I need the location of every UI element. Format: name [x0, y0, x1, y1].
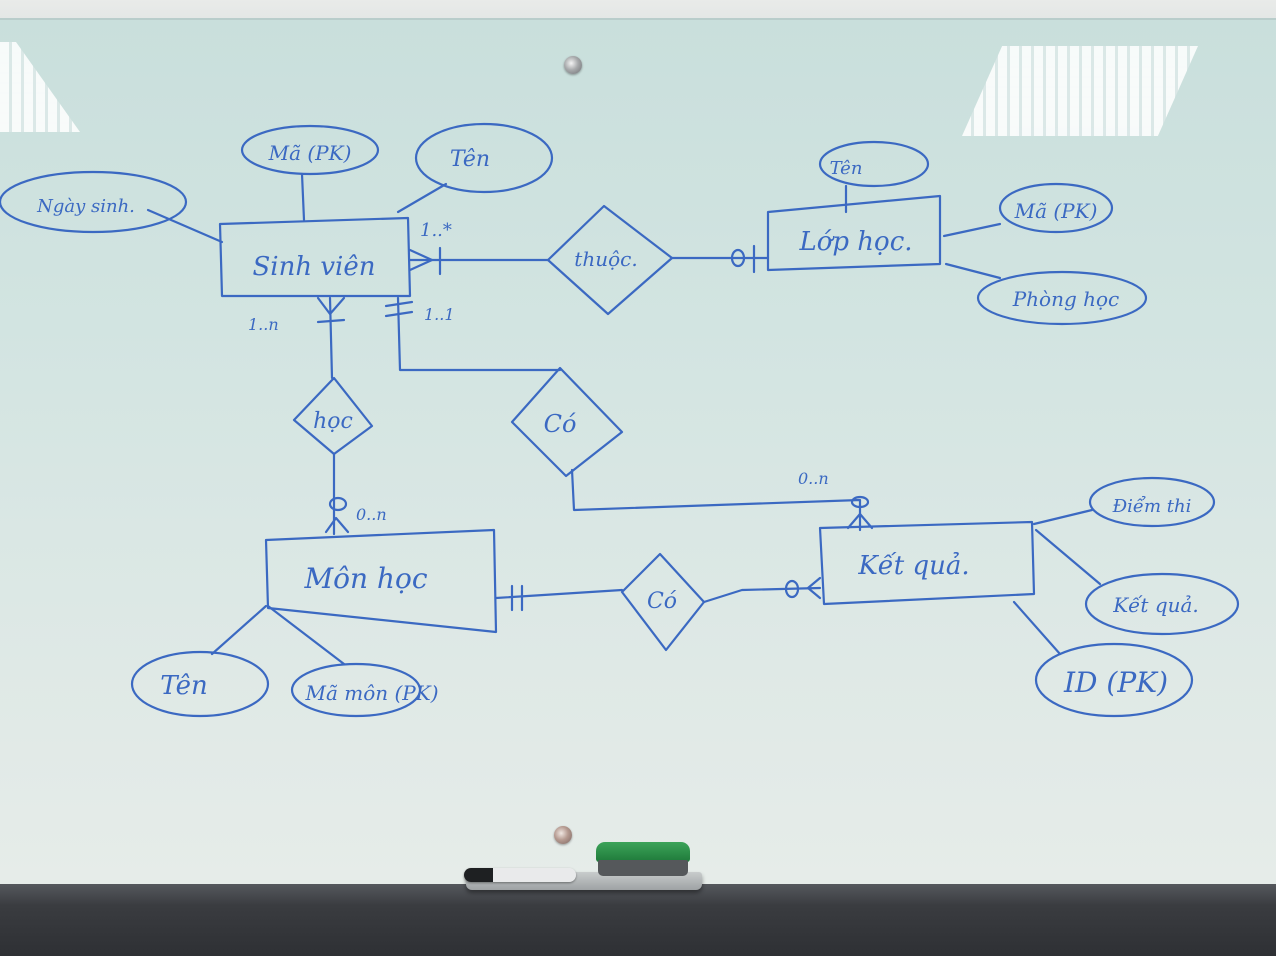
attribute-lop-hoc-ma: Mã (PK): [942, 182, 1114, 238]
relationship-hoc: học: [292, 376, 374, 456]
attribute-lop-hoc-ma-label: Mã (PK): [1014, 199, 1098, 223]
mounting-bolt-bottom: [554, 826, 572, 844]
attribute-mon-hoc-ten: Tên: [130, 604, 270, 718]
entity-mon-hoc-label: Môn học: [303, 562, 427, 595]
link-co-ket-qua-2: [702, 576, 822, 604]
ceiling-light-reflection-right: [962, 46, 1198, 136]
entity-sinh-vien: Sinh viên: [218, 216, 412, 298]
attribute-sinh-vien-ten-label: Tên: [450, 147, 490, 172]
link-sinh-vien-hoc: [316, 296, 346, 380]
attribute-ket-qua-diem-thi: Điểm thi: [1032, 476, 1216, 528]
relationship-co-2-label: Có: [647, 589, 677, 614]
link-sinh-vien-co: [384, 296, 562, 372]
link-co-ket-qua: [570, 468, 874, 532]
cardinality-ketqua-co: 0..n: [798, 469, 829, 488]
cardinality-sv-thuoc: 1..*: [420, 220, 452, 241]
attribute-sinh-vien-ma-label: Mã (PK): [268, 141, 352, 165]
attribute-mon-hoc-ten-label: Tên: [160, 671, 207, 701]
entity-mon-hoc: Môn học: [264, 528, 498, 634]
attribute-ket-qua-id: ID (PK): [1012, 600, 1194, 718]
attribute-mon-hoc-ma-mon: Mã môn (PK): [266, 604, 439, 718]
entity-lop-hoc-label: Lớp học.: [798, 227, 912, 257]
attribute-ma-mon-label: Mã môn (PK): [304, 681, 438, 705]
attribute-ngay-sinh-label: Ngày sinh.: [36, 196, 135, 217]
whiteboard-surface: [0, 18, 1276, 884]
entity-lop-hoc: Lớp học.: [766, 194, 942, 272]
attribute-sinh-vien-ten: Tên: [396, 122, 554, 214]
cardinality-sv-co: 1..1: [424, 305, 455, 324]
mounting-bolt-top: [564, 56, 582, 74]
link-mon-hoc-co: [494, 584, 624, 612]
cardinality-sv-hoc: 1..n: [248, 315, 279, 334]
whiteboard-bottom-frame: [0, 884, 1276, 956]
relationship-co-1-label: Có: [544, 410, 577, 438]
attribute-phong-hoc-label: Phòng học: [1012, 287, 1120, 311]
relationship-hoc-label: học: [313, 409, 353, 434]
attribute-lop-hoc-phong-hoc: Phòng học: [944, 262, 1148, 326]
entity-ket-qua: Kết quả.: [818, 520, 1036, 606]
attribute-lop-hoc-ten: Tên: [818, 140, 930, 214]
entity-sinh-vien-label: Sinh viên: [252, 252, 375, 282]
entity-ket-qua-label: Kết quả.: [857, 551, 969, 581]
relationship-thuoc-label: thuộc.: [574, 247, 637, 271]
attribute-diem-thi-label: Điểm thi: [1112, 495, 1192, 517]
relationship-co-2: Có: [620, 552, 706, 652]
cardinality-monhoc-hoc: 0..n: [356, 505, 387, 524]
attribute-sinh-vien-ngay-sinh: Ngày sinh.: [0, 170, 224, 244]
eraser: [596, 842, 690, 878]
attribute-ket-qua-id-label: ID (PK): [1063, 666, 1168, 699]
attribute-ket-qua-ket-qua: Kết quả.: [1034, 528, 1240, 636]
attribute-lop-hoc-ten-label: Tên: [830, 158, 863, 179]
marker-pen: [464, 868, 576, 882]
link-sinh-vien-thuoc: [408, 246, 550, 276]
link-hoc-mon-hoc: [324, 452, 350, 536]
relationship-thuoc: thuộc.: [546, 204, 674, 316]
attribute-ket-qua-ket-qua-label: Kết quả.: [1112, 593, 1199, 617]
attribute-sinh-vien-ma: Mã (PK): [240, 124, 380, 222]
relationship-co-1: Có: [510, 366, 624, 478]
link-thuoc-lop-hoc: [670, 244, 770, 274]
